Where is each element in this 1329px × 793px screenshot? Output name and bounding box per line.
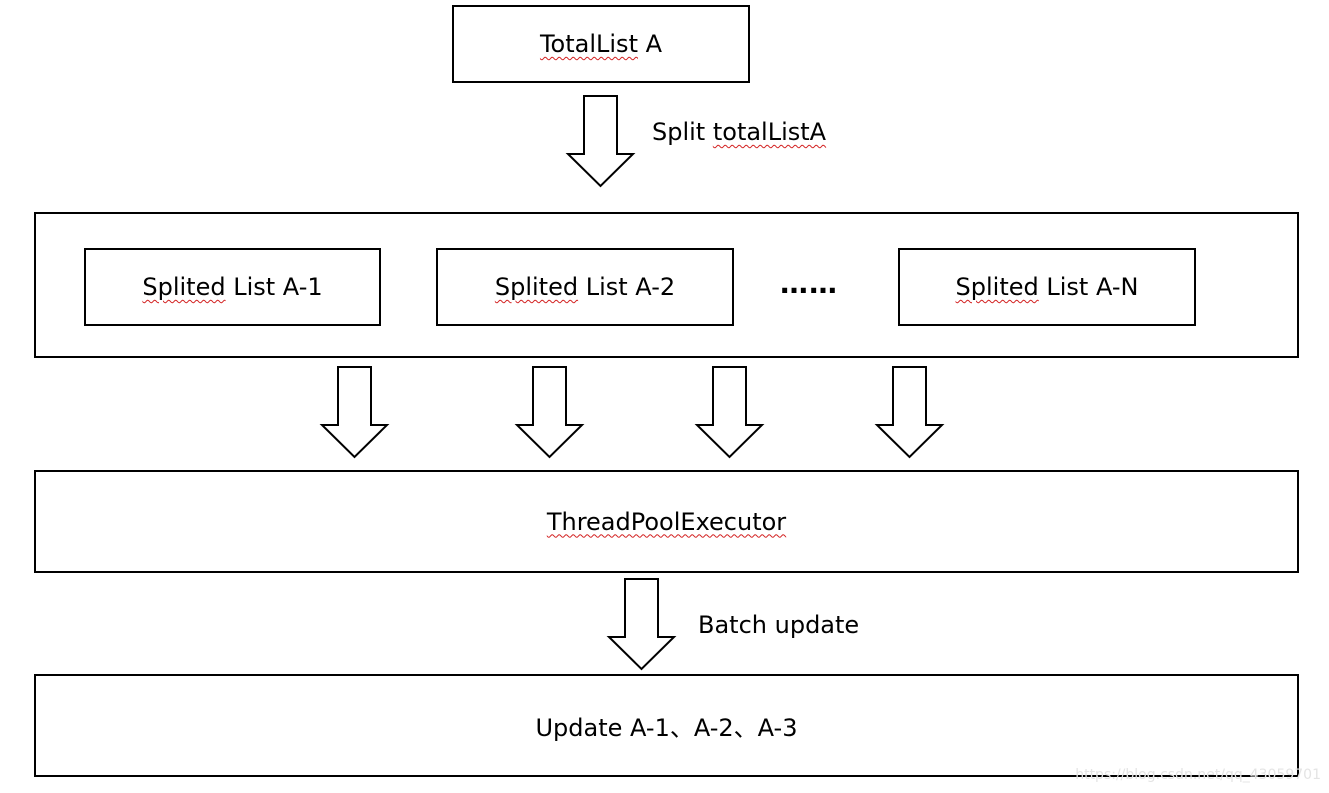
split-list-1-spellcheck: Splited [142, 273, 226, 301]
split-list-1-node: Splited List A-1 [84, 248, 381, 326]
parallel-down-arrow-2-icon [514, 366, 585, 459]
split-label-spellcheck: totalListA [712, 118, 827, 146]
split-list-n-spellcheck: Splited [955, 273, 1039, 301]
update-node: Update A-1、A-2、A-3 [34, 674, 1299, 777]
split-list-1-label: Splited List A-1 [142, 273, 323, 301]
watermark-text: https://blog.csdn.net/qq_43059701 [1075, 767, 1321, 783]
split-list-n-node: Splited List A-N [898, 248, 1196, 326]
thread-pool-executor-spellcheck: ThreadPoolExecutor [546, 507, 787, 536]
total-list-node: TotalList A [452, 5, 750, 83]
total-list-label: TotalList A [539, 30, 663, 58]
split-list-2-label: Splited List A-2 [494, 273, 676, 301]
split-list-2-spellcheck: Splited [494, 273, 579, 301]
batch-update-down-arrow-icon [606, 578, 677, 671]
split-down-arrow-icon [565, 95, 636, 188]
parallel-down-arrow-4-icon [874, 366, 945, 459]
split-list-n-label: Splited List A-N [955, 273, 1139, 301]
thread-pool-executor-label: ThreadPoolExecutor [547, 508, 786, 536]
parallel-down-arrow-1-icon [319, 366, 390, 459]
total-list-label-spellcheck: TotalList [539, 30, 638, 58]
split-label: Split totalListA [652, 118, 827, 146]
thread-pool-executor-node: ThreadPoolExecutor [34, 470, 1299, 573]
batch-update-label: Batch update [698, 611, 860, 639]
update-label: Update A-1、A-2、A-3 [535, 714, 798, 742]
ellipsis-text: …… [780, 267, 838, 300]
parallel-down-arrow-3-icon [694, 366, 765, 459]
split-list-2-node: Splited List A-2 [436, 248, 734, 326]
